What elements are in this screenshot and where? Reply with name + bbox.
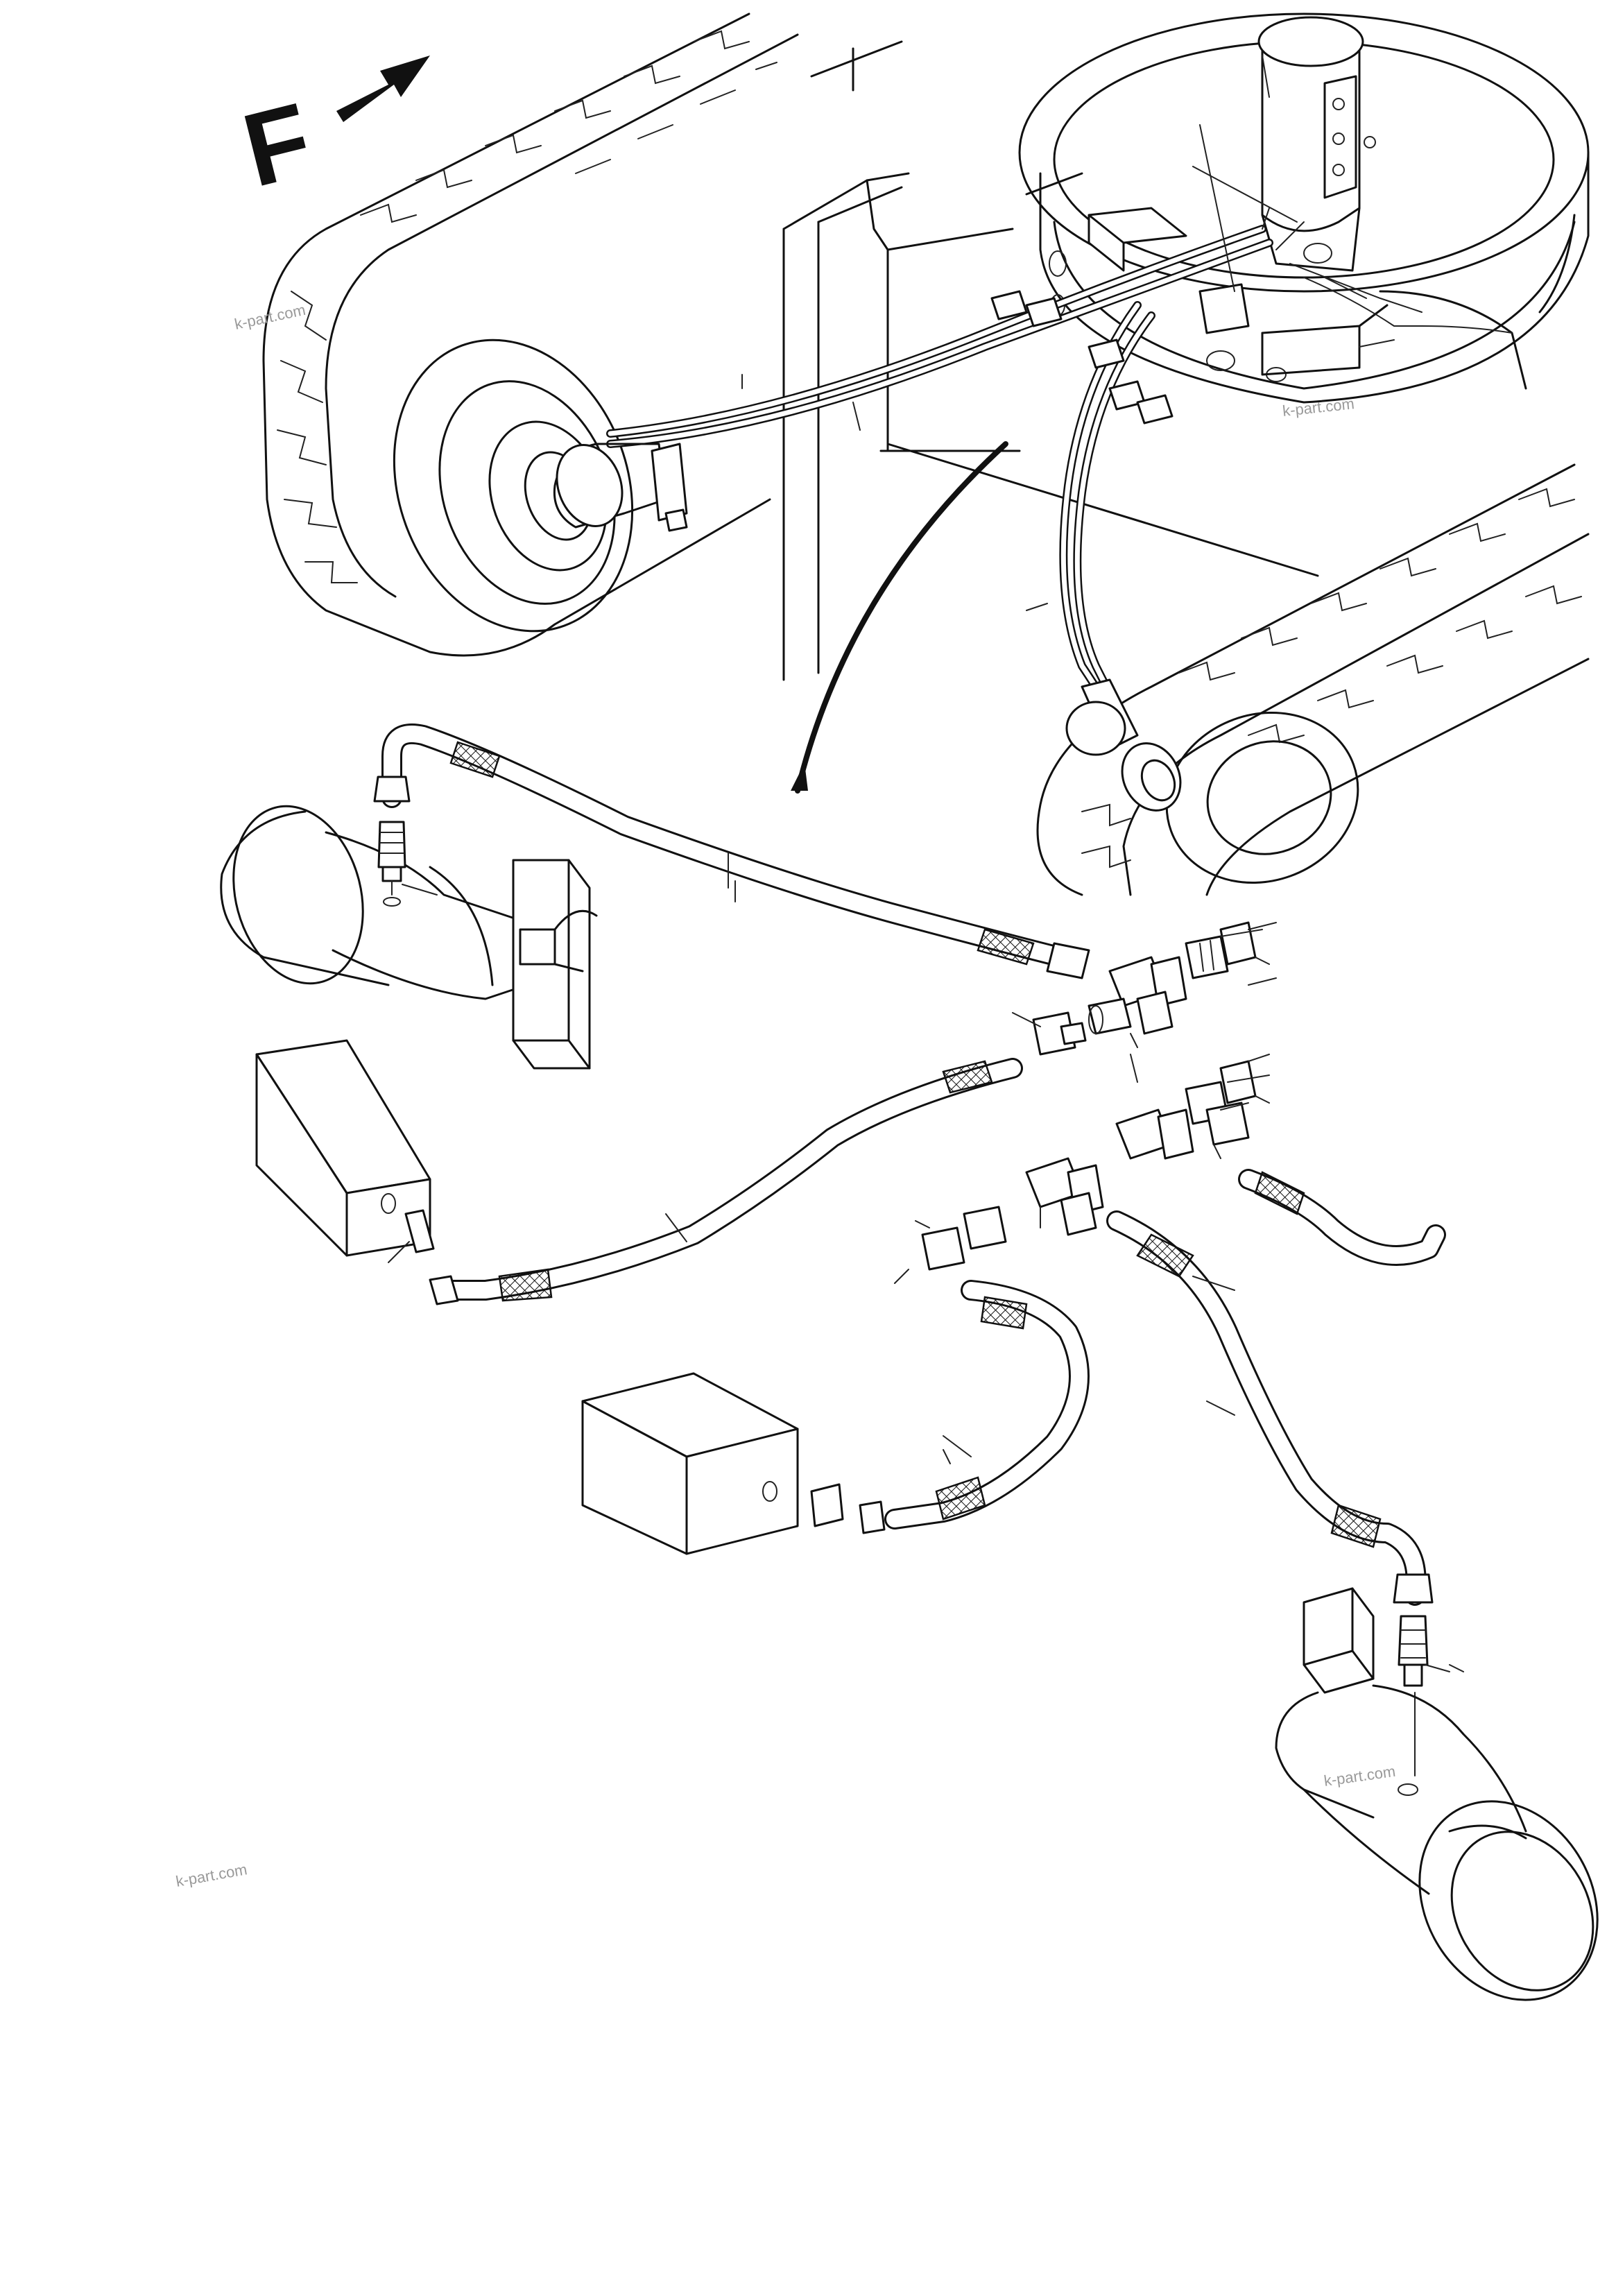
watermark-3: k-part.com (1323, 1763, 1396, 1790)
hose-tee-to-left-block (433, 1058, 1023, 1302)
upper-tee-fitting (1012, 921, 1277, 1056)
left-motor-adapter (377, 821, 438, 907)
right-crawler-track (1036, 463, 1590, 896)
left-travel-motor-upper (553, 443, 688, 532)
left-port-block (255, 1039, 459, 1305)
right-travel-motor-detail (1275, 1587, 1599, 2001)
exploded-view-leader (795, 441, 1008, 794)
swing-circle-swivel-joint (1018, 12, 1590, 404)
lower-port-block (581, 1372, 886, 1555)
hose-lower-tee-to-box (884, 1280, 1090, 1530)
arrow-up-right-icon (336, 55, 430, 122)
hose-tee-to-right-motor (1106, 1169, 1446, 1606)
upper-pipe-lines (606, 124, 1513, 739)
left-travel-motor-detail (220, 805, 598, 1070)
callout-leader-lines (734, 55, 1464, 1672)
right-travel-motor-upper (1065, 678, 1182, 812)
front-letter: F (232, 80, 323, 209)
watermark-4: k-part.com (175, 1860, 249, 1890)
hose-left-motor-to-tee (373, 723, 1090, 979)
front-direction-marker: F (232, 55, 430, 209)
lower-tee-fitting (894, 1054, 1270, 1284)
watermark-2: k-part.com (1282, 395, 1355, 420)
pipe-clamps (990, 290, 1174, 425)
